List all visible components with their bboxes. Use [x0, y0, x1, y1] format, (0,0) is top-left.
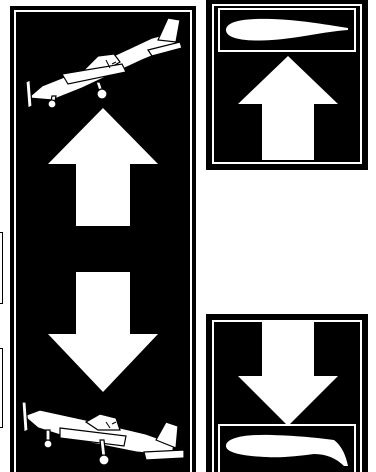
- airfoil-flap-down-icon: [222, 432, 352, 468]
- arrow-up-icon: [48, 108, 158, 226]
- flap-down-button[interactable]: [206, 314, 368, 472]
- clipped-left-control-lower: [0, 348, 3, 428]
- arrow-down-icon: [238, 320, 338, 426]
- flap-up-button[interactable]: [206, 0, 368, 170]
- pitch-up-button[interactable]: [48, 108, 158, 226]
- clipped-left-control-upper: [0, 232, 3, 304]
- airplane-nose-up-icon: [22, 16, 182, 108]
- pitch-down-button[interactable]: [48, 272, 158, 392]
- airfoil-flap-up-icon: [222, 16, 352, 44]
- pitch-trim-panel: [10, 6, 196, 472]
- airplane-nose-down-icon: [16, 396, 186, 468]
- arrow-down-icon: [48, 272, 158, 392]
- arrow-up-icon: [238, 56, 338, 160]
